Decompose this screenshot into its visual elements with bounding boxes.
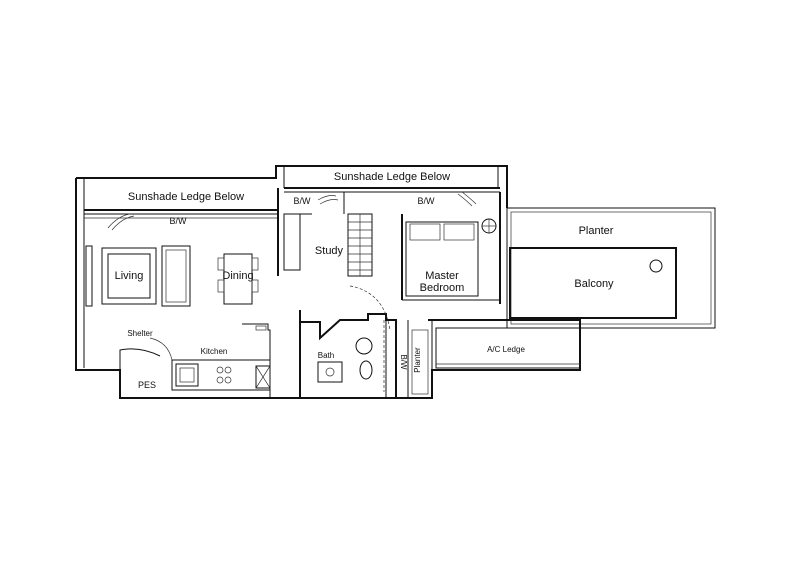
pes-area: PES Shelter (119, 329, 173, 390)
sunshade-right-label: Sunshade Ledge Below (334, 171, 450, 183)
pes-label: PES (138, 380, 156, 390)
ac-ledge: A/C Ledge (428, 319, 581, 369)
master-bedroom: Master Bedroom (401, 192, 501, 304)
bw-right-label: B/W (418, 196, 436, 206)
kitchen-area: Kitchen (171, 323, 271, 398)
master-label-2: Bedroom (420, 282, 465, 294)
bw-mid-label: B/W (294, 196, 312, 206)
ac-ledge-label: A/C Ledge (487, 345, 525, 354)
bath-label: Bath (318, 351, 334, 360)
service-strip: B/W Planter (399, 320, 433, 398)
sunshade-ledge-right: Sunshade Ledge Below (284, 171, 500, 193)
balcony-label: Balcony (574, 278, 614, 290)
dining-label: Dining (222, 270, 253, 282)
bath-fixtures: Bath (317, 337, 373, 383)
bw-left-label: B/W (170, 216, 188, 226)
core-walls (299, 285, 397, 398)
planter-small-label: Planter (413, 347, 422, 373)
study-area: Study (277, 188, 373, 277)
shelter-label: Shelter (127, 329, 153, 338)
planter-balcony: Planter Balcony (506, 207, 716, 329)
sunshade-left-label: Sunshade Ledge Below (128, 191, 244, 203)
window-marks (107, 191, 477, 231)
planter-label: Planter (579, 225, 614, 237)
study-label: Study (315, 245, 344, 257)
sunshade-ledge-left: Sunshade Ledge Below (84, 191, 278, 219)
living-area: Living (85, 245, 191, 307)
master-label-1: Master (425, 270, 459, 282)
dining-area: Dining (217, 253, 259, 305)
living-label: Living (115, 270, 144, 282)
bw-small-label: B/W (399, 354, 408, 370)
kitchen-label: Kitchen (201, 347, 228, 356)
